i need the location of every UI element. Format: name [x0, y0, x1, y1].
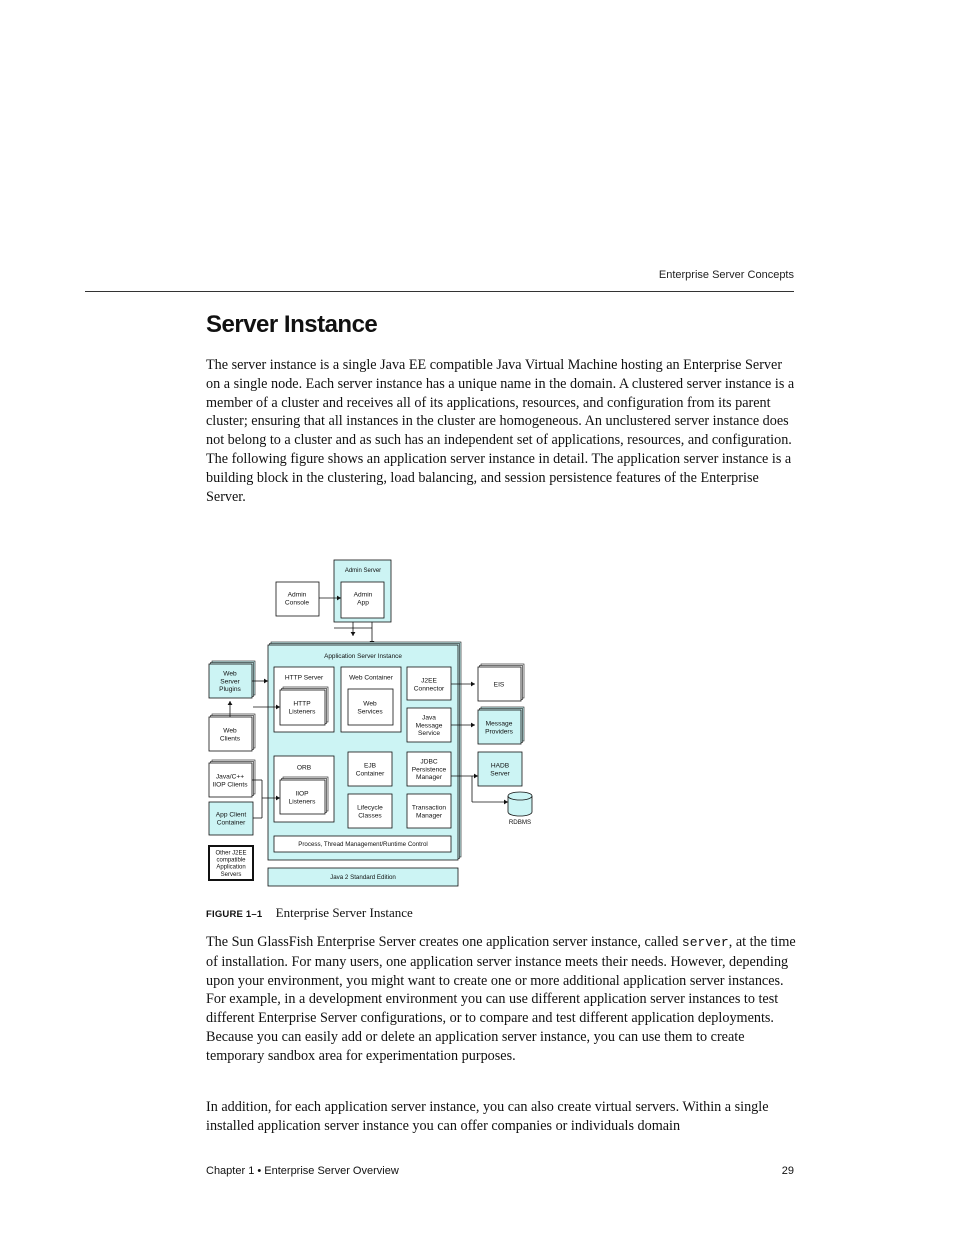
message-providers-box — [477, 709, 522, 745]
orb-label: ORB — [297, 764, 312, 771]
ejb-container-label-line-1: EJB — [364, 762, 377, 769]
java2se-box — [267, 867, 459, 887]
paragraph-server: The Sun GlassFish Enterprise Server crea… — [206, 933, 796, 1066]
java-message-service-box — [406, 707, 452, 743]
message-providers-label-line-1: Message — [486, 720, 513, 727]
header-rule — [85, 291, 794, 292]
lifecycle-classes-label-line-1: Lifecycle — [357, 804, 383, 811]
arrow-console-to-app-head — [337, 595, 341, 601]
jdbc-manager-label-line-3: Manager — [416, 774, 443, 781]
other-j2ee-servers-label-line-4: Servers — [221, 872, 242, 878]
hadb-server-label-line-2: Server — [490, 770, 510, 777]
admin-server-label: Admin Server — [345, 568, 381, 574]
j2ee-connector-label-line-1: J2EE — [421, 677, 437, 684]
web-server-plugins-label-line-2: Server — [220, 678, 240, 685]
http-listeners-label-line-2: Listeners — [289, 708, 316, 715]
other-j2ee-servers-box — [208, 845, 254, 881]
web-server-plugins-label-line-3: Plugins — [219, 686, 241, 693]
admin-console-box — [275, 581, 320, 617]
http-listeners-label-line-1: HTTP — [293, 700, 311, 707]
admin-app-label-line-2: App — [357, 599, 369, 606]
arrow-admin-to-instance-1-head — [350, 632, 356, 636]
rdbms-cylinder-body — [507, 796, 533, 817]
arrow-jdbc-to-rdbms-head — [504, 799, 508, 805]
arrow-webclients-to-plugins-head — [227, 701, 233, 705]
paragraph-server-text-1: The Sun GlassFish Enterprise Server crea… — [206, 934, 682, 950]
message-providers-label-line-2: Providers — [485, 728, 514, 735]
iiop-listeners-label-line-2: Listeners — [289, 798, 316, 805]
web-container-label: Web Container — [349, 674, 394, 681]
http-server-label: HTTP Server — [285, 674, 324, 681]
hadb-server-label-line-1: HADB — [491, 762, 510, 769]
iiop-listeners-label-line-1: IIOP — [295, 790, 309, 797]
http-listeners-box — [279, 689, 326, 726]
web-server-plugins-label-line-1: Web — [223, 670, 237, 677]
other-j2ee-servers-label-line-1: Other J2EE — [215, 850, 246, 856]
figure-caption-text: Enterprise Server Instance — [275, 905, 413, 920]
arrow-plugins-to-instance-head — [264, 678, 268, 684]
arrow-jdbc-to-hadb-head — [474, 773, 478, 779]
section-title: Server Instance — [206, 311, 378, 338]
web-clients-box — [208, 716, 253, 752]
web-clients-label-line-2: Clients — [220, 735, 241, 742]
rdbms-label: RDBMS — [509, 819, 531, 826]
web-services-label-line-1: Web — [363, 700, 377, 707]
figure-caption: FIGURE 1–1 Enterprise Server Instance — [206, 905, 413, 921]
jdbc-manager-label-line-1: JDBC — [420, 758, 437, 765]
app-client-container-box — [208, 801, 254, 836]
arrow-connector-to-eis-head — [471, 681, 475, 687]
j2ee-connector-box — [406, 666, 452, 701]
admin-app-label-line-1: Admin — [354, 591, 373, 598]
java-message-service-label-line-3: Service — [418, 730, 440, 737]
paragraph-virtual-servers: In addition, for each application server… — [206, 1099, 769, 1134]
web-services-label-line-2: Services — [357, 708, 383, 715]
web-services-box — [347, 688, 394, 726]
javacpp-clients-label-line-2: IIOP Clients — [212, 781, 248, 788]
figure-label: FIGURE 1–1 — [206, 909, 263, 920]
process-control-box — [273, 835, 452, 853]
other-j2ee-servers-label-line-3: Application — [216, 865, 245, 871]
eis-label: EIS — [494, 681, 505, 688]
transaction-manager-label-line-1: Transaction — [412, 804, 447, 811]
eis-box — [477, 666, 522, 702]
app-client-container-label-line-2: Container — [217, 819, 246, 826]
paragraph-intro: The server instance is a single Java EE … — [206, 357, 795, 505]
lifecycle-classes-label-line-2: Classes — [358, 812, 382, 819]
arrow-jms-to-providers-head — [471, 722, 475, 728]
process-control-label: Process, Thread Management/Runtime Contr… — [298, 841, 428, 848]
footer-chapter: Chapter 1 • Enterprise Server Overview — [206, 1165, 399, 1177]
paragraph-server-text-2: , at the time of installation. For many … — [206, 934, 796, 1064]
hadb-server-box — [477, 751, 523, 787]
admin-app-box — [340, 581, 385, 619]
transaction-manager-label-line-2: Manager — [416, 812, 443, 819]
admin-console-label-line-1: Admin — [288, 591, 307, 598]
rdbms-cylinder-top — [507, 791, 533, 801]
lifecycle-classes-box — [347, 793, 393, 829]
javacpp-clients-box — [208, 762, 253, 798]
j2ee-connector-label-line-2: Connector — [414, 685, 445, 692]
running-header: Enterprise Server Concepts — [658, 269, 794, 281]
web-server-plugins-box — [208, 663, 253, 699]
app-server-instance-label: Application Server Instance — [324, 653, 402, 660]
arrow-clients-to-iiop-head — [276, 795, 280, 801]
java-message-service-label-line-2: Message — [416, 722, 443, 729]
server-code: server — [681, 935, 729, 950]
ejb-container-box — [347, 751, 393, 787]
other-j2ee-servers-label-line-2: compatible — [216, 858, 246, 864]
javacpp-clients-label-line-1: Java/C++ — [216, 773, 244, 780]
transaction-manager-box — [406, 793, 452, 829]
java-message-service-label-line-1: Java — [422, 714, 436, 721]
jdbc-manager-box — [406, 751, 452, 787]
enterprise-server-instance-diagram: Admin ServerAdminAppAdminConsoleApplicat… — [208, 559, 533, 887]
arrow-to-http-listeners-head — [276, 704, 280, 710]
admin-console-label-line-2: Console — [285, 599, 310, 606]
jdbc-manager-label-line-2: Persistence — [412, 766, 447, 773]
iiop-listeners-box — [279, 779, 326, 815]
app-client-container-label-line-1: App Client — [216, 811, 247, 818]
page-number: 29 — [781, 1165, 794, 1177]
java2se-label: Java 2 Standard Edition — [330, 874, 396, 881]
web-clients-label-line-1: Web — [223, 727, 237, 734]
ejb-container-label-line-2: Container — [356, 770, 385, 777]
